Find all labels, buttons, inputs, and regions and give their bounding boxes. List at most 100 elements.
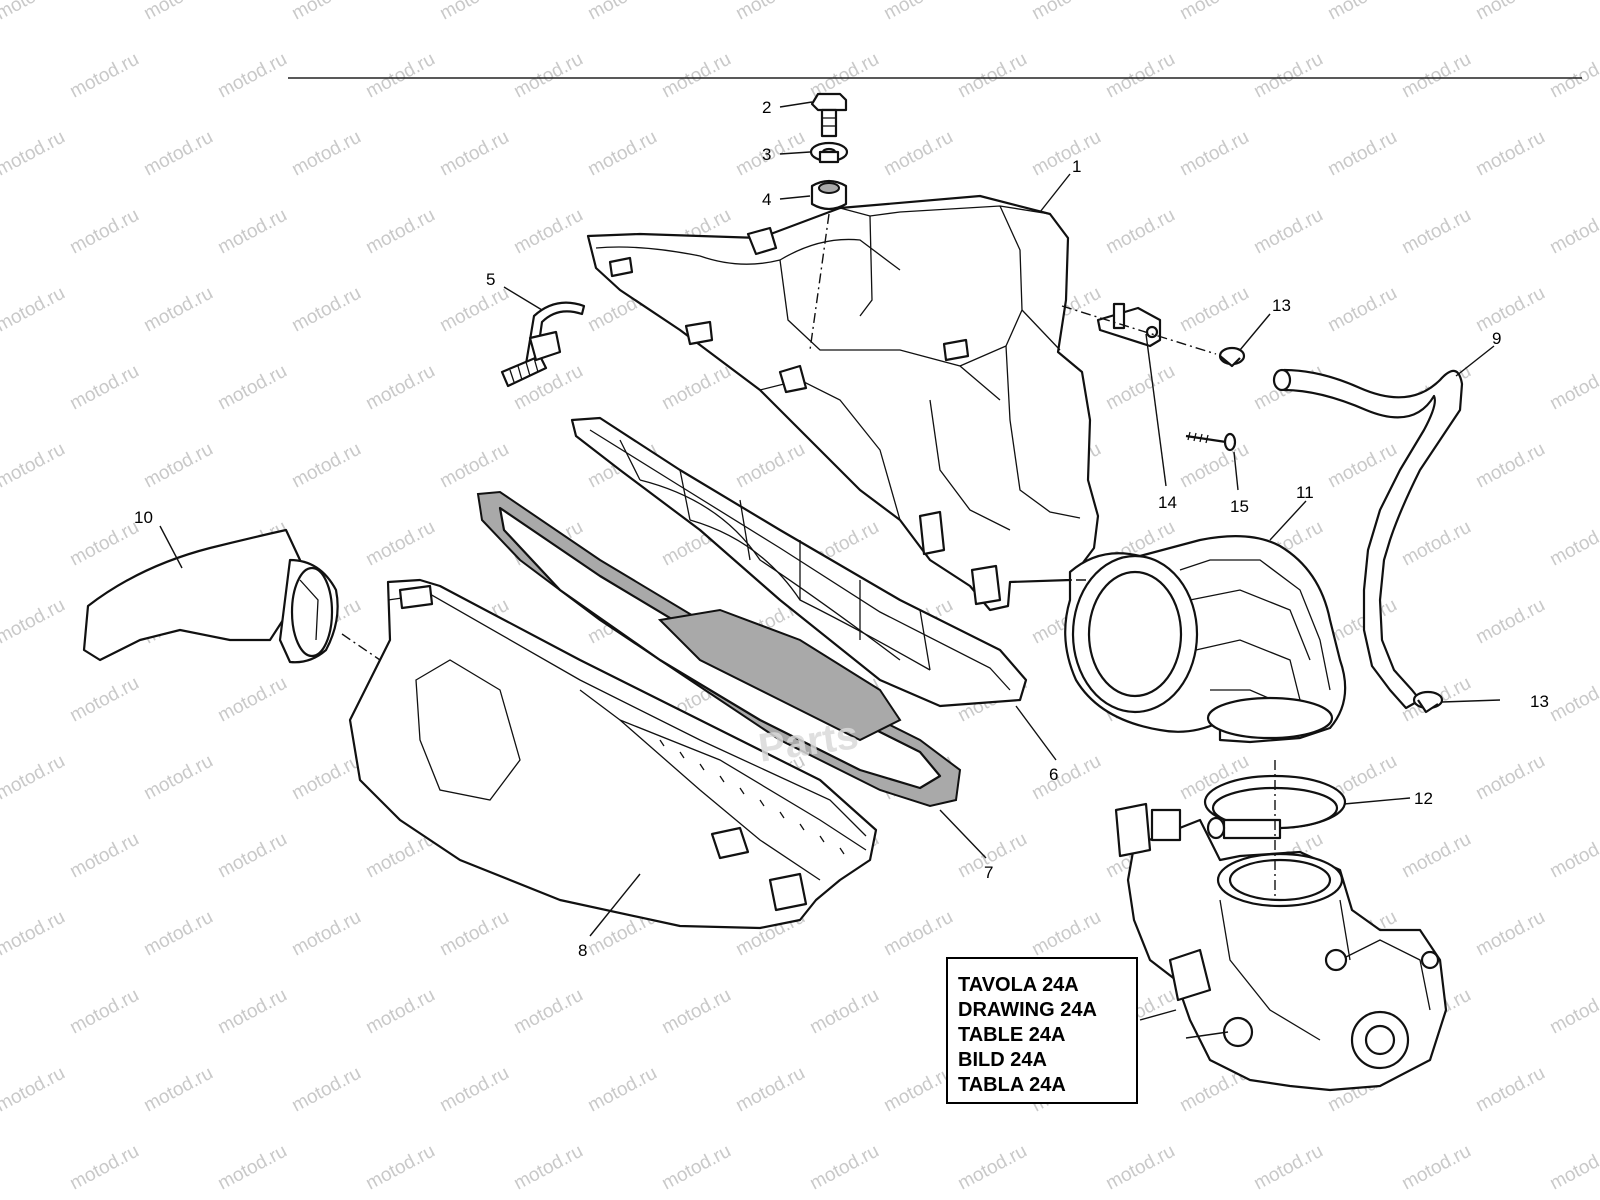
watermark-text: motod.ru xyxy=(0,907,69,961)
callout-7: 7 xyxy=(984,863,993,882)
watermark-text: motod.ru xyxy=(436,439,512,493)
watermark-text: motod.ru xyxy=(1472,283,1548,337)
watermark-text: motod.ru xyxy=(1398,49,1474,103)
watermark-text: motod.ru xyxy=(214,205,290,259)
watermark-text: motod.ru xyxy=(1102,1141,1178,1195)
watermark-text: motod.ru xyxy=(510,49,586,103)
watermark-text: motod.ru xyxy=(1398,829,1474,883)
callout-5: 5 xyxy=(486,270,495,289)
watermark-text: motod.ru xyxy=(1176,439,1252,493)
screw-part-15 xyxy=(1185,431,1237,452)
bolt-part-2 xyxy=(810,92,848,138)
watermark-text: motod.ru xyxy=(1472,1063,1548,1117)
callout-labels: 1 2 3 4 5 6 7 8 9 10 11 12 13 13 14 15 xyxy=(134,98,1549,960)
callout-4: 4 xyxy=(762,190,771,209)
watermark-text: motod.ru xyxy=(954,1141,1030,1195)
watermark-text: motod.ru xyxy=(1472,595,1548,649)
watermark-text: motod.ru xyxy=(1546,829,1600,883)
watermark-text: motod.ru xyxy=(880,907,956,961)
watermark-text: motod.ru xyxy=(362,205,438,259)
hose-clamp-part-13-bottom xyxy=(1412,690,1444,714)
watermark-text: motod.ru xyxy=(658,49,734,103)
watermark-text: motod.ru xyxy=(66,829,142,883)
watermark-text: motod.ru xyxy=(510,205,586,259)
watermark-text: motod.ru xyxy=(362,49,438,103)
watermark-text: motod.ru xyxy=(0,127,69,181)
watermark-text: motod.ru xyxy=(510,1141,586,1195)
watermark-text: motod.ru xyxy=(1176,0,1252,24)
watermark-text: motod.ru xyxy=(584,1063,660,1117)
watermark-text: motod.ru xyxy=(140,1063,216,1117)
filter-element-part-7 xyxy=(476,490,962,808)
watermark-text: motod.ru xyxy=(0,595,69,649)
watermark-text: motod.ru xyxy=(0,1063,69,1117)
watermark-text: motod.ru xyxy=(288,127,364,181)
watermark-text: motod.ru xyxy=(1250,205,1326,259)
hose-clamp-part-13-top xyxy=(1218,346,1246,368)
strap-clip-part-5 xyxy=(500,301,586,388)
callout-9: 9 xyxy=(1492,329,1501,348)
watermark-text: motod.ru xyxy=(880,127,956,181)
watermark-text: motod.ru xyxy=(806,1141,882,1195)
watermark-text: motod.ru xyxy=(1028,0,1104,24)
intake-duct-part-10 xyxy=(82,528,339,664)
watermark-text: motod.ru xyxy=(66,49,142,103)
reference-line: TABLA 24A xyxy=(958,1074,1066,1096)
watermark-text: motod.ru xyxy=(1250,49,1326,103)
watermark-text: motod.ru xyxy=(140,439,216,493)
watermark-text: motod.ru xyxy=(436,0,512,24)
callout-15: 15 xyxy=(1230,497,1249,516)
watermark-text: motod.ru xyxy=(954,49,1030,103)
watermark-text: motod.ru xyxy=(214,49,290,103)
watermark-text: motod.ru xyxy=(1398,1141,1474,1195)
reference-line: DRAWING 24A xyxy=(958,999,1097,1021)
callout-8: 8 xyxy=(578,941,587,960)
watermark-text: motod.ru xyxy=(658,985,734,1039)
watermark-text: motod.ru xyxy=(0,283,69,337)
watermark-text: motod.ru xyxy=(66,517,142,571)
watermark-text: motod.ru xyxy=(0,751,69,805)
watermark-text: motod.ru xyxy=(1398,205,1474,259)
washer-part-3 xyxy=(809,141,849,164)
watermark-text: motod.ru xyxy=(140,751,216,805)
watermark-text: motod.ru xyxy=(0,439,69,493)
watermark-text: motod.ru xyxy=(1176,283,1252,337)
watermark-text: motod.ru xyxy=(1472,127,1548,181)
watermark-text: motod.ru xyxy=(806,985,882,1039)
reference-line: TABLE 24A xyxy=(958,1024,1066,1046)
callout-1: 1 xyxy=(1072,157,1081,176)
reference-box: TAVOLA 24A DRAWING 24A TABLE 24A BILD 24… xyxy=(946,957,1138,1104)
watermark-text: motod.ru xyxy=(66,205,142,259)
watermark-text: motod.ru xyxy=(362,1141,438,1195)
watermark-text: motod.ru xyxy=(214,829,290,883)
watermark-text: motod.ru xyxy=(214,361,290,415)
watermark-text: motod.ru xyxy=(1250,1141,1326,1195)
watermark-text: motod.ru xyxy=(66,1141,142,1195)
bracket-part-14 xyxy=(1096,302,1162,348)
watermark-text: motod.ru xyxy=(1102,49,1178,103)
watermark-text: motod.ru xyxy=(436,283,512,337)
callout-14: 14 xyxy=(1158,493,1177,512)
callout-10: 10 xyxy=(134,508,153,527)
watermark-text: motod.ru xyxy=(288,439,364,493)
callout-6: 6 xyxy=(1049,765,1058,784)
watermark-text: motod.ru xyxy=(140,127,216,181)
watermark-text: motod.ru xyxy=(1546,205,1600,259)
watermark-text: motod.ru xyxy=(584,0,660,24)
watermark-text: motod.ru xyxy=(288,0,364,24)
watermark-text: motod.ru xyxy=(0,0,69,24)
watermark-text: motod.ru xyxy=(732,439,808,493)
watermark-text: motod.ru xyxy=(66,985,142,1039)
watermark-text: motod.ru xyxy=(1472,907,1548,961)
callout-3: 3 xyxy=(762,145,771,164)
watermark-text: motod.ru xyxy=(658,1141,734,1195)
airbox-housing-part-1 xyxy=(586,194,1100,612)
watermark-text: motod.ru xyxy=(362,517,438,571)
watermark-text: motod.ru xyxy=(214,1141,290,1195)
watermark-text: motod.ru xyxy=(1324,439,1400,493)
watermark-text: motod.ru xyxy=(436,127,512,181)
watermark-text: motod.ru xyxy=(140,907,216,961)
airbox-lower-part-8 xyxy=(348,578,878,930)
watermark-text: motod.ru xyxy=(1324,0,1400,24)
